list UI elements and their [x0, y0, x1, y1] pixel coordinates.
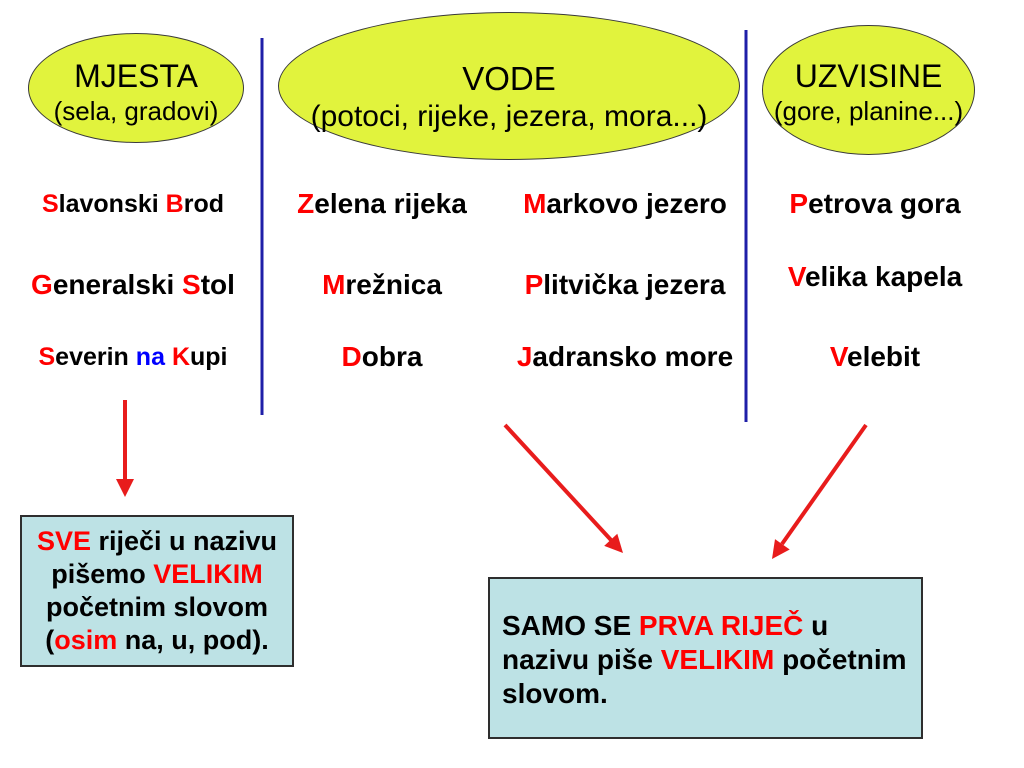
- arrow-shaft: [503, 423, 613, 542]
- capital-letter: P: [524, 269, 544, 300]
- capital-letter: D: [341, 341, 362, 372]
- arrow-head: [116, 479, 134, 497]
- rule-line: pišemo VELIKIM: [22, 558, 292, 591]
- word-rest: lavonski: [58, 190, 159, 218]
- rule-text: početnim: [782, 644, 907, 675]
- emphasis-text: PRVA RIJEČ: [638, 610, 804, 641]
- rule-text: (: [45, 625, 55, 655]
- arrow-shaft: [780, 423, 868, 546]
- category-mjesta-ellipse: MJESTA (sela, gradovi): [28, 33, 244, 143]
- capital-letter: S: [41, 190, 59, 218]
- word-rest: elika kapela: [804, 261, 963, 292]
- capital-letter: B: [165, 190, 184, 218]
- rule-box-all-words-capitalized: SVE riječi u nazivu pišemo VELIKIM počet…: [20, 515, 294, 667]
- example-petrova-gora: Petrova gora: [755, 187, 995, 221]
- emphasis-text: osim: [54, 625, 118, 655]
- word-rest: litvička jezera: [543, 269, 726, 300]
- example-dobra: Dobra: [262, 340, 502, 374]
- rule-text: riječi u nazivu: [98, 526, 278, 556]
- arrow-to-all-words-rule: [116, 400, 134, 497]
- example-generalski-stol: Generalski Stol: [13, 268, 253, 302]
- rule-text: početnim slovom: [45, 592, 269, 622]
- example-jadransko-more: Jadransko more: [505, 340, 745, 374]
- example-zelena-rijeka: Zelena rijeka: [262, 187, 502, 221]
- arrow-from-waters-to-first-word-rule: [503, 423, 623, 553]
- category-title: UZVISINE: [794, 58, 943, 94]
- word-rest: režnica: [345, 269, 442, 300]
- word-rest: rod: [183, 190, 225, 218]
- capital-letter: P: [789, 188, 809, 219]
- word-rest: elebit: [847, 341, 921, 372]
- capital-letter: Z: [297, 188, 315, 219]
- rule-line: SVE riječi u nazivu: [22, 525, 292, 558]
- category-subtitle: (sela, gradovi): [53, 96, 219, 126]
- category-uzvisine-ellipse: UZVISINE (gore, planine...): [762, 25, 975, 155]
- capital-letter: V: [787, 261, 805, 292]
- word-rest: etrova gora: [808, 188, 961, 219]
- capital-letter: G: [31, 269, 53, 300]
- word-rest: upi: [190, 343, 228, 371]
- word-rest: obra: [361, 341, 423, 372]
- arrow-head: [604, 533, 623, 553]
- rule-text: na, u, pod).: [124, 625, 269, 655]
- word-rest: tol: [200, 269, 235, 300]
- capital-letter: V: [829, 341, 847, 372]
- category-subtitle: (gore, planine...): [773, 96, 964, 126]
- word-rest: arkovo jezero: [546, 188, 727, 219]
- emphasis-text: VELIKIM: [153, 559, 263, 589]
- example-plitvicka-jezera: Plitvička jezera: [505, 268, 745, 302]
- rule-text: nazivu piše: [502, 644, 653, 675]
- example-slavonski-brod: Slavonski Brod: [13, 187, 253, 221]
- rule-box-first-word-capitalized: SAMO SE PRVA RIJEČ u nazivu piše VELIKIM…: [488, 577, 923, 739]
- capital-letter: S: [38, 343, 56, 371]
- rule-line: nazivu piše VELIKIM početnim: [502, 643, 921, 677]
- example-markovo-jezero: Markovo jezero: [505, 187, 745, 221]
- category-subtitle: (potoci, rijeke, jezera, mora...): [310, 100, 708, 133]
- example-mreznica: Mrežnica: [262, 268, 502, 302]
- capital-letter: M: [322, 269, 346, 300]
- arrow-from-heights-to-first-word-rule: [772, 423, 868, 559]
- rule-line: (osim na, u, pod).: [22, 624, 292, 657]
- example-velika-kapela: Velika kapela: [755, 260, 995, 294]
- capital-letter: M: [523, 188, 547, 219]
- lowercase-preposition: na: [135, 343, 165, 371]
- emphasis-text: SVE: [36, 526, 91, 556]
- arrow-head: [772, 539, 790, 559]
- emphasis-text: VELIKIM: [660, 644, 775, 675]
- capital-letter: S: [182, 269, 201, 300]
- word-rest: everin: [55, 343, 129, 371]
- category-vode-ellipse: VODE (potoci, rijeke, jezera, mora...): [278, 12, 740, 160]
- rule-text: pišemo: [51, 559, 146, 589]
- example-severin-na-kupi: Severin na Kupi: [13, 340, 253, 374]
- example-velebit: Velebit: [755, 340, 995, 374]
- word-rest: elena rijeka: [314, 188, 467, 219]
- rule-text: u: [811, 610, 829, 641]
- capital-letter: J: [516, 341, 533, 372]
- word-rest: adransko more: [532, 341, 734, 372]
- rule-text: slovom.: [502, 678, 608, 709]
- rule-line: početnim slovom: [22, 591, 292, 624]
- rule-text: SAMO SE: [502, 610, 632, 641]
- category-title: MJESTA: [74, 58, 198, 94]
- rule-line: slovom.: [502, 677, 921, 711]
- rule-line: SAMO SE PRVA RIJEČ u: [502, 609, 921, 643]
- category-title: VODE: [462, 60, 556, 97]
- word-rest: eneralski: [52, 269, 175, 300]
- capital-letter: K: [171, 343, 190, 371]
